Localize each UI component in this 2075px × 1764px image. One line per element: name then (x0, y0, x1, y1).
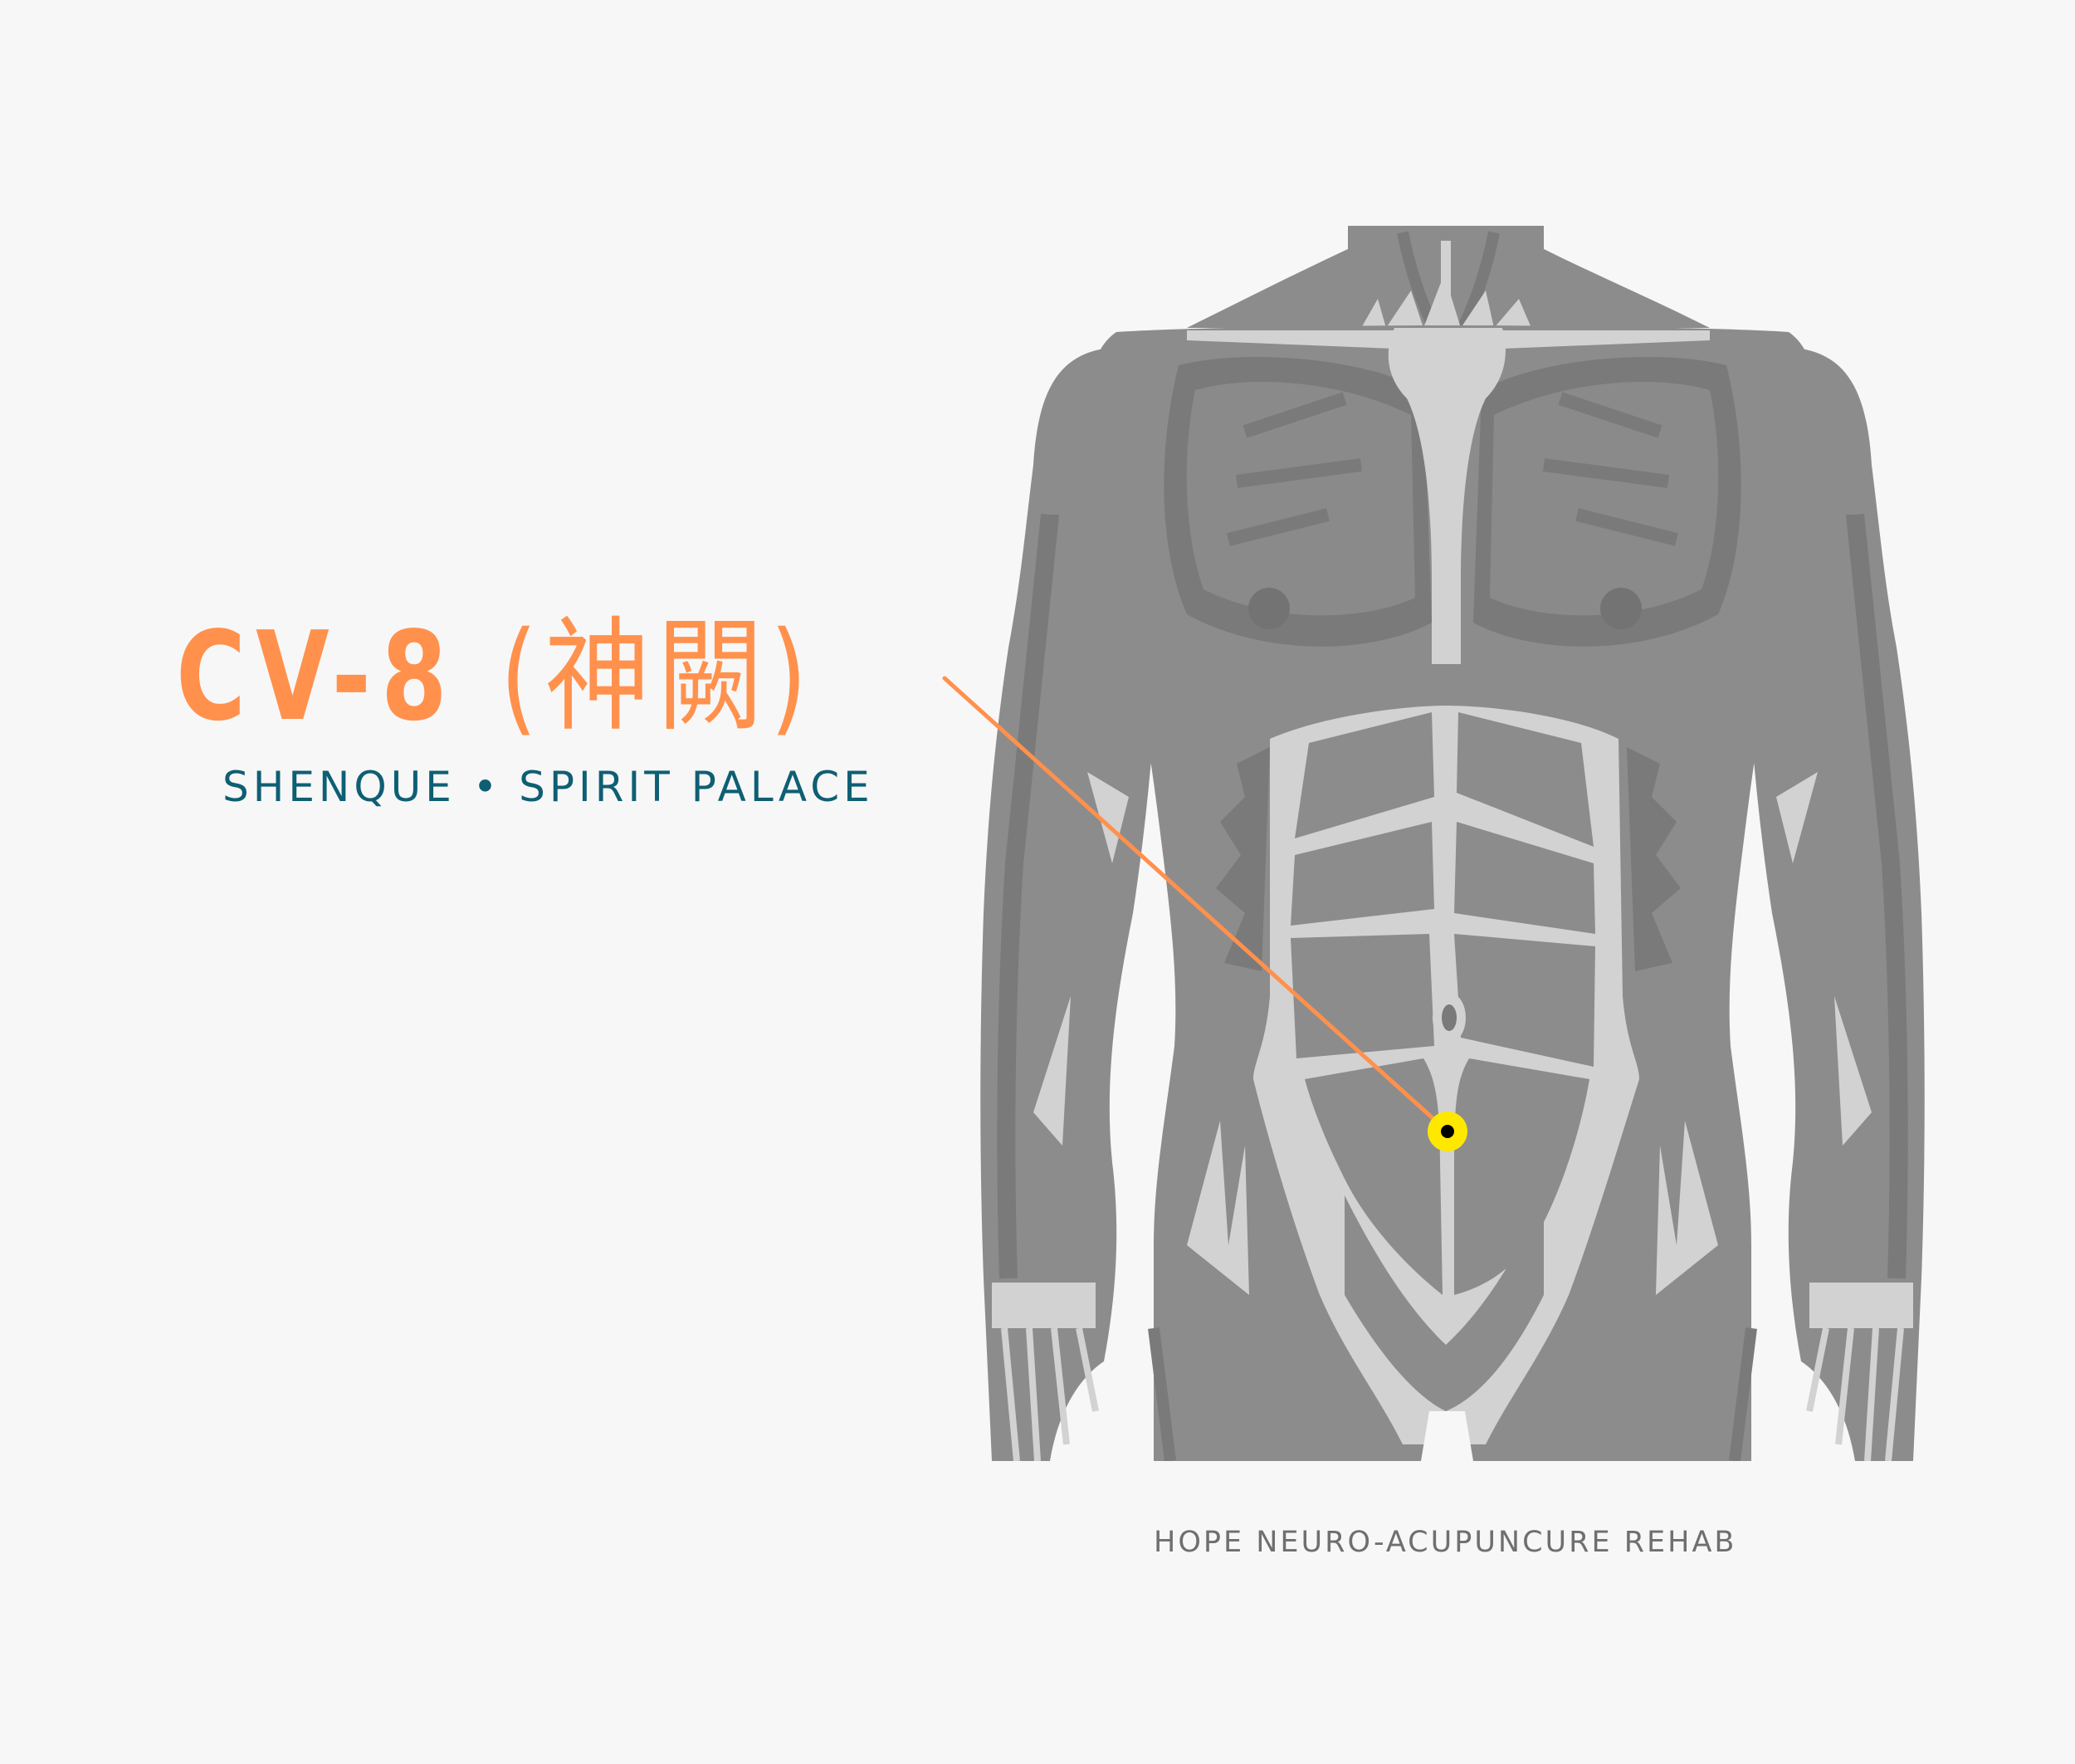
left-nipple (1248, 588, 1290, 629)
footer-credit: HOPE NEURO-ACUPUNCURE REHAB (1154, 1526, 1737, 1559)
acupoint-marker[interactable] (1428, 1112, 1467, 1151)
neck (1187, 226, 1710, 335)
torso (1086, 325, 1819, 1461)
acupoint-center-dot (1441, 1125, 1454, 1138)
right-arm (1743, 349, 1925, 1461)
point-subtitle: SHENQUE • SPIRIT PALACE (222, 763, 874, 811)
right-nipple (1600, 588, 1642, 629)
abdominal-blocks (1291, 712, 1595, 1411)
open-paren: ( (500, 605, 544, 748)
point-code: CV-8 (176, 605, 457, 748)
leader-line (942, 676, 1450, 1134)
point-chinese-name: 神闕 (544, 605, 770, 748)
left-arm (980, 349, 1162, 1461)
close-paren: ) (769, 605, 815, 748)
point-title: CV-8 (神闕) (176, 610, 814, 743)
